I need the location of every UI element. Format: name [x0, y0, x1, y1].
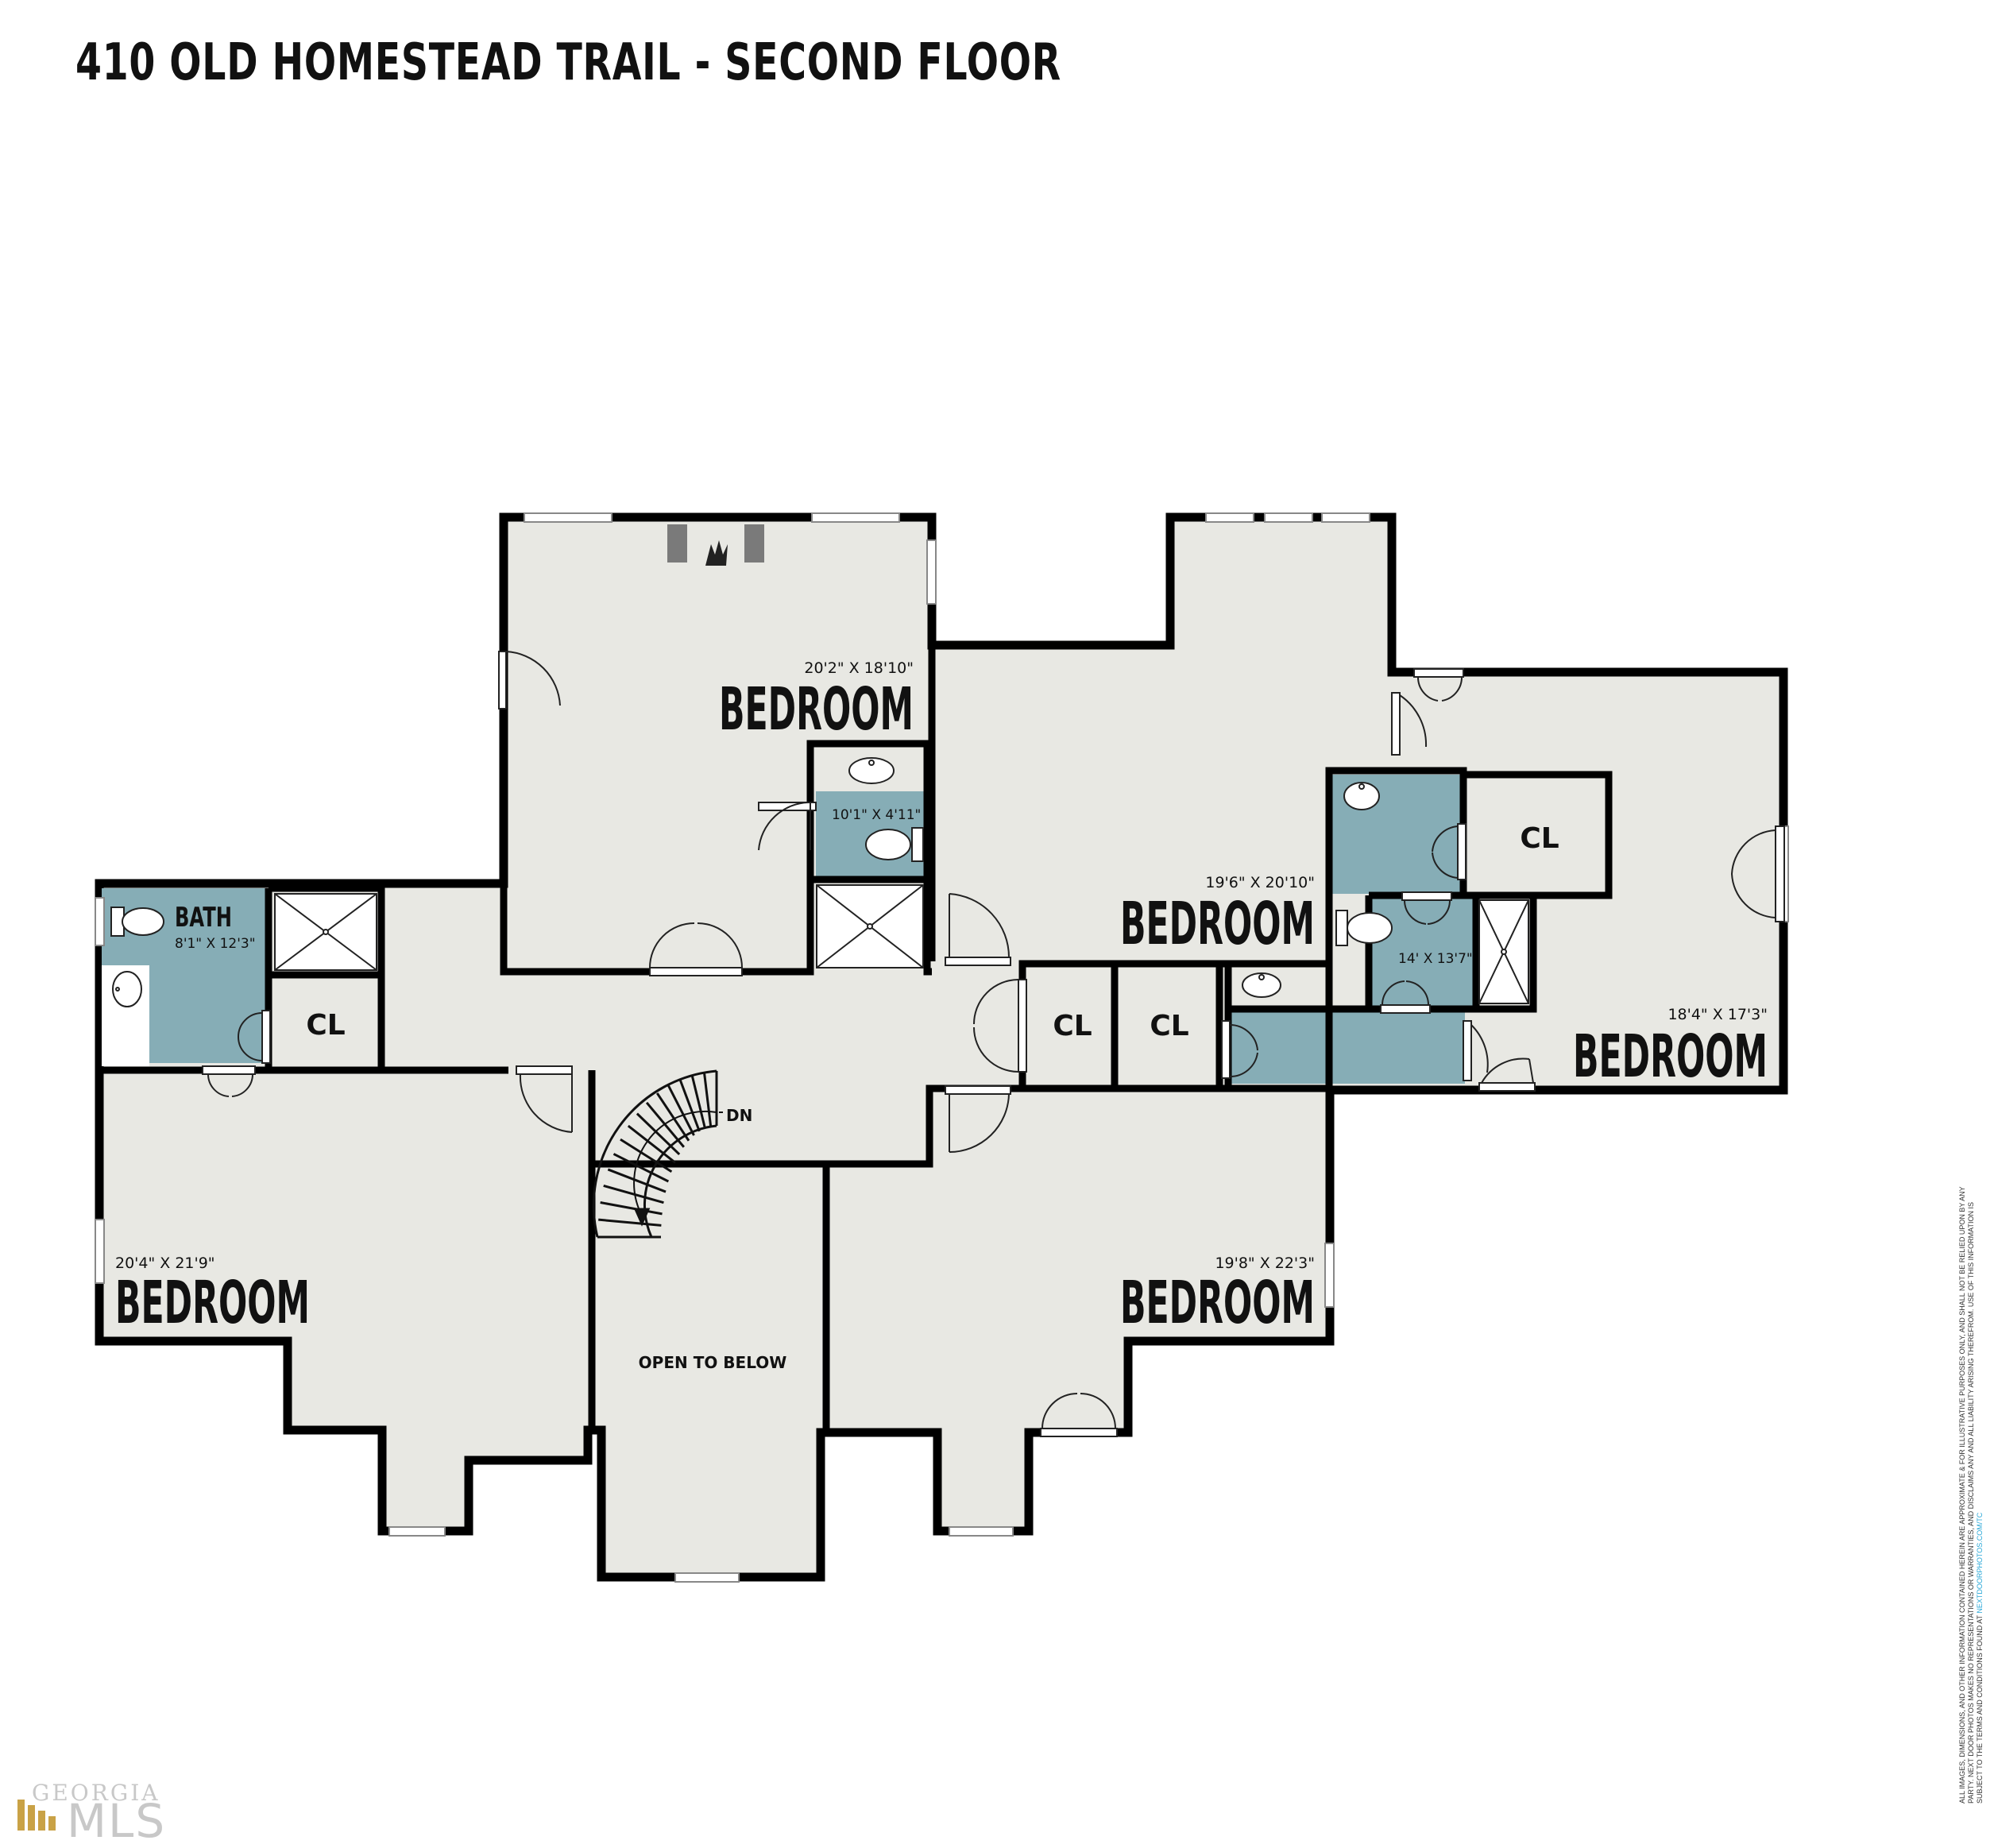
- toilet-icon: [110, 907, 164, 937]
- stair-tread: [690, 1074, 706, 1129]
- window-icon: [1321, 512, 1370, 523]
- floor-area: [95, 512, 1788, 1582]
- stair-tread: [678, 1078, 701, 1132]
- stair-tread: [645, 1101, 686, 1148]
- door-swing-icon: [1401, 891, 1452, 925]
- door-swing-icon: [1413, 668, 1464, 702]
- door-swing-icon: [1221, 1020, 1258, 1079]
- bath-dims: 8'1" X 12'3": [175, 936, 256, 952]
- room-name: BEDROOM: [1573, 1023, 1768, 1091]
- fixtures: [110, 757, 1529, 1007]
- shower-icon: [274, 893, 377, 971]
- door-swing-icon: [649, 922, 743, 976]
- room-name: BEDROOM: [1120, 890, 1315, 958]
- open-to-below-label: OPEN TO BELOW: [639, 1353, 787, 1372]
- closet-label: CL: [1053, 1010, 1092, 1042]
- stair-tread: [600, 1201, 663, 1216]
- stair-tread: [612, 1153, 670, 1183]
- shower-icon: [1478, 899, 1529, 1004]
- window-icon: [1205, 512, 1254, 523]
- room-dims: 19'6" X 20'10": [1205, 874, 1315, 891]
- stair-arrow-icon: [633, 1208, 651, 1227]
- closet-label: CL: [1520, 822, 1559, 855]
- stair-tread: [607, 1168, 667, 1193]
- page-title: 410 OLD HOMESTEAD TRAIL - SECOND FLOOR: [75, 33, 1061, 92]
- stair-tread: [636, 1112, 681, 1156]
- bath-right-fill-b: [1369, 894, 1474, 1009]
- window-icon: [388, 1526, 446, 1537]
- window-icon: [949, 1526, 1014, 1537]
- window-icon: [926, 539, 937, 605]
- room-labels: 20'2" X 18'10" BEDROOM 19'6" X 20'10" BE…: [115, 659, 1768, 1372]
- toilet-icon: [865, 827, 924, 862]
- sink-icon: [848, 757, 895, 784]
- sink-icon: [112, 971, 142, 1007]
- door-swing-icon: [1391, 692, 1428, 756]
- window-icon: [1264, 512, 1313, 523]
- stair-tread: [598, 1218, 662, 1227]
- window-icon: [524, 512, 612, 523]
- stairs-down-label: DN: [726, 1106, 752, 1125]
- bath-dims: 10'1" X 4'11": [832, 807, 921, 823]
- disclaimer-text: ALL IMAGES, DIMENSIONS, AND OTHER INFORM…: [1958, 1186, 1984, 1804]
- window-icon: [811, 512, 900, 523]
- door-swing-icon: [945, 1085, 1011, 1153]
- shower-icon: [816, 884, 924, 968]
- toilet-icon: [1335, 910, 1393, 946]
- bath-name: BATH: [175, 902, 232, 934]
- sink-icon: [1242, 972, 1281, 998]
- window-icon: [1324, 1243, 1335, 1308]
- door-swing-icon: [1478, 1057, 1536, 1092]
- room-name: BEDROOM: [115, 1269, 310, 1337]
- stair-tread: [603, 1184, 664, 1204]
- room-name: BEDROOM: [719, 675, 914, 744]
- interior-walls: [99, 645, 1613, 1432]
- logo-text-mls: MLS: [67, 1794, 167, 1848]
- curved-stairs: [592, 1069, 723, 1239]
- stair-tread: [702, 1071, 713, 1127]
- door-swing-icon: [945, 893, 1011, 966]
- doors: [202, 651, 1785, 1437]
- logo-mark-icon: [17, 1800, 56, 1831]
- room-dims: 20'4" X 21'9": [115, 1255, 215, 1272]
- stair-tread: [667, 1084, 695, 1136]
- door-swing-icon: [1380, 980, 1431, 1014]
- door-swing-icon: [973, 979, 1027, 1073]
- logo-text-top: GEORGIA: [32, 1780, 160, 1806]
- window-icon: [674, 1572, 740, 1583]
- disclaimer-link[interactable]: NEXTDOORPHOTOS.COM/TC: [1976, 1512, 1984, 1614]
- stair-tread: [655, 1092, 690, 1142]
- bath-dims: 14' X 13'7": [1398, 951, 1473, 967]
- door-swing-icon: [758, 801, 817, 851]
- stair-tread: [620, 1138, 673, 1173]
- closet-label: CL: [306, 1009, 345, 1042]
- door-swing-icon: [1731, 825, 1785, 922]
- closet-label: CL: [1150, 1010, 1188, 1042]
- door-swing-icon: [238, 1010, 271, 1064]
- bath-fills: [102, 775, 1474, 1084]
- room-dims: 18'4" X 17'3": [1667, 1006, 1768, 1023]
- stair-arrow-icon: [633, 1110, 717, 1216]
- window-icon: [95, 897, 105, 946]
- room-dims: 19'8" X 22'3": [1215, 1255, 1315, 1272]
- door-swing-icon: [516, 1065, 573, 1133]
- door-swing-icon: [1432, 823, 1467, 880]
- room-dims: 20'2" X 18'10": [804, 659, 914, 677]
- disclaimer: ALL IMAGES, DIMENSIONS, AND OTHER INFORM…: [1958, 1168, 1984, 1804]
- window-icon: [95, 1219, 105, 1284]
- door-swing-icon: [202, 1065, 256, 1097]
- room-name: BEDROOM: [1120, 1269, 1315, 1337]
- door-swing-icon: [498, 651, 561, 709]
- sink-icon: [1343, 782, 1380, 810]
- stair-tread: [627, 1124, 676, 1164]
- bath-right-fill-c: [1228, 1009, 1465, 1084]
- fireplace-icon: [667, 524, 764, 566]
- floor-fill: [95, 512, 1788, 1582]
- door-swing-icon: [1463, 1020, 1489, 1081]
- door-swing-icon: [1040, 1393, 1118, 1437]
